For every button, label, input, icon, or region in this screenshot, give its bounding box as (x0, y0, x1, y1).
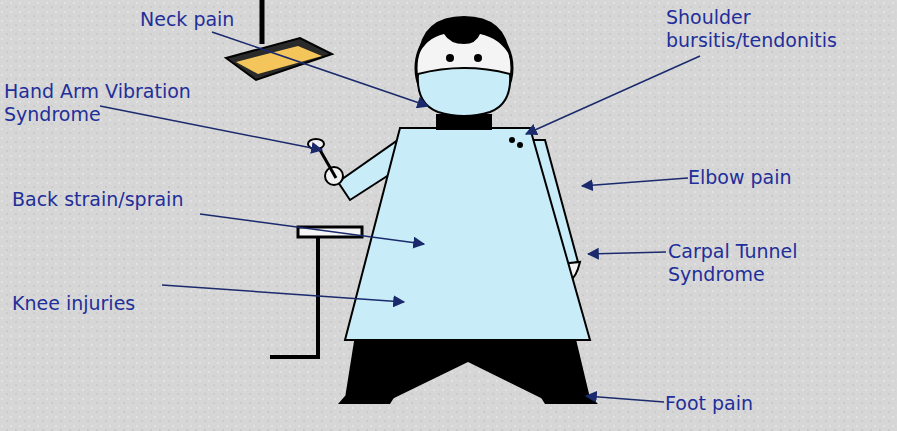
callout-label: Shoulder bursitis/tendonitis (666, 6, 894, 52)
callout-label: Foot pain (665, 392, 815, 415)
callout-label: Elbow pain (688, 166, 868, 189)
leader-line (200, 214, 424, 244)
callout-label: Back strain/sprain (12, 188, 232, 211)
callout-label: Carpal Tunnel Syndrome (668, 240, 848, 286)
leader-line (582, 178, 688, 186)
leader-line (100, 106, 322, 150)
leader-line (212, 32, 428, 106)
callout-label: Neck pain (140, 8, 290, 31)
dentist-figure (308, 16, 598, 404)
callout-label: Hand Arm Vibration Syndrome (4, 80, 234, 126)
leader-line (588, 252, 666, 254)
leader-line (526, 56, 700, 134)
callout-label: Knee injuries (12, 292, 192, 315)
leader-line (162, 285, 404, 302)
leader-line (586, 396, 664, 402)
